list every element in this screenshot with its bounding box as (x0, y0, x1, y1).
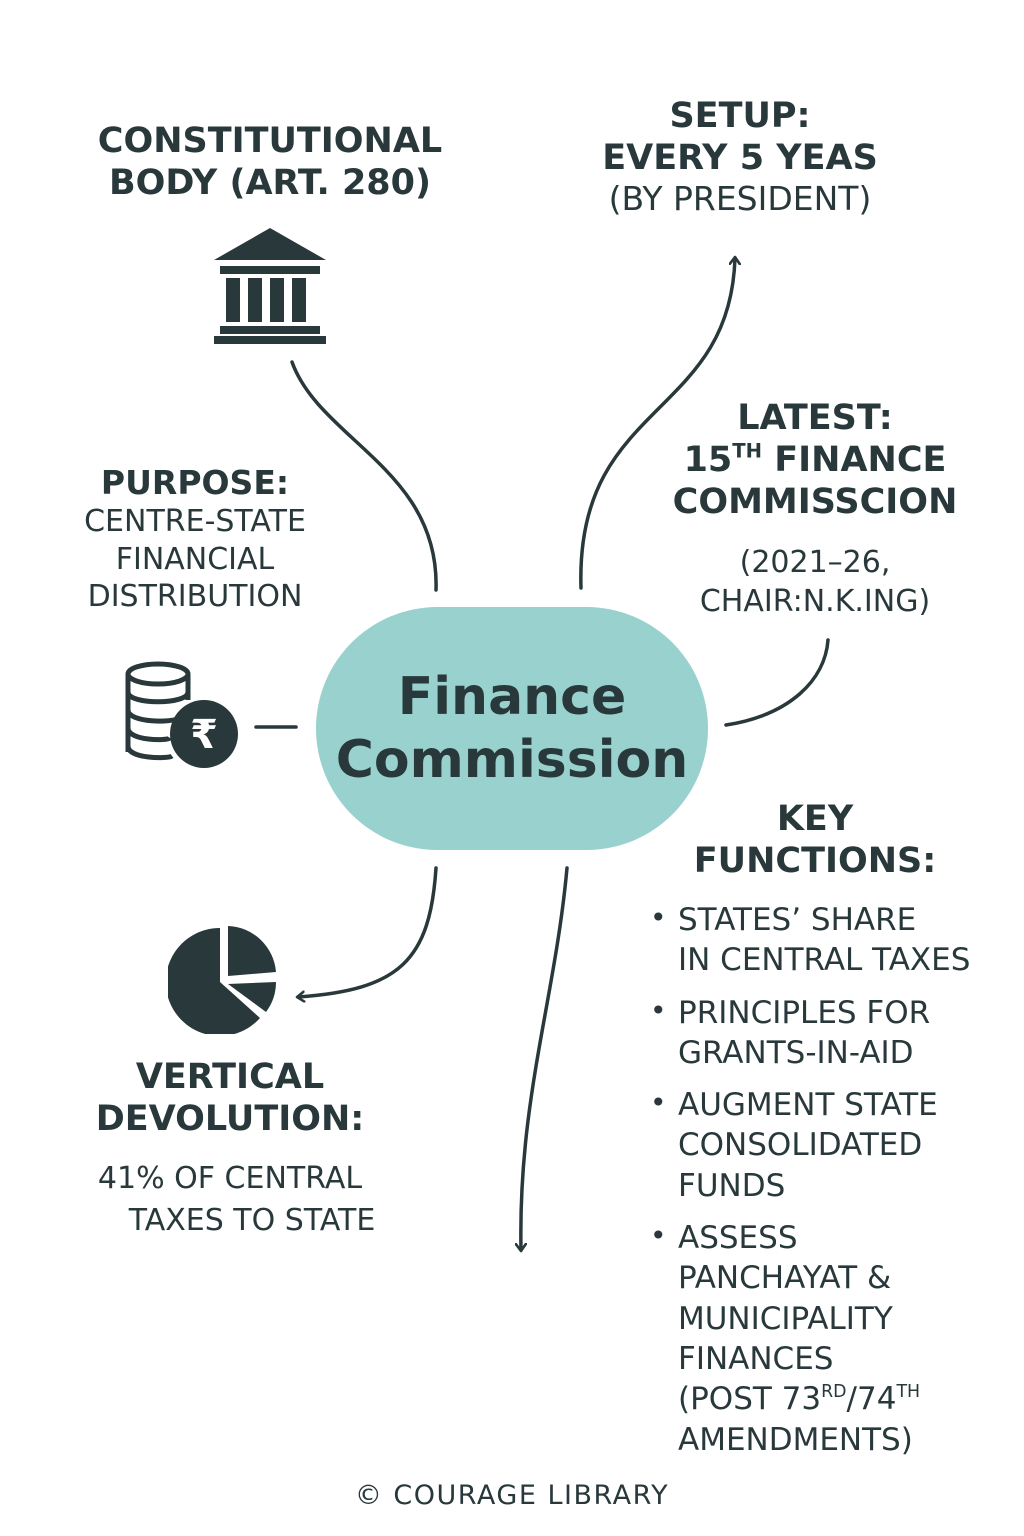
kf2-line2: GRANTS-IN-AID (678, 1034, 914, 1071)
kf4-line6: AMENDMENTS) (678, 1421, 913, 1458)
vertical-line3: 41% OF CENTRAL (97, 1161, 363, 1196)
connector-vertical-arrow (298, 866, 438, 997)
latest-title: LATEST: (737, 398, 893, 438)
purpose-title: PURPOSE: (100, 463, 290, 502)
center-title-line1: Finance (397, 667, 627, 728)
kf4-line1: ASSESS (678, 1220, 798, 1257)
connector-key-functions-arrow (521, 866, 569, 1250)
latest-details: (2021–26, CHAIR:N.K.ING) (660, 543, 970, 621)
key-functions-title-line2: FUNCTIONS: (693, 841, 937, 881)
kf3-line1: AUGMENT STATE (678, 1087, 938, 1124)
kf2-line1: PRINCIPLES FOR (678, 994, 931, 1031)
key-function-item: ASSESS PANCHAYAT & MUNICIPALITY FINANCES… (650, 1218, 1020, 1460)
constitutional-body-label: CONSTITUTIONAL BODY (ART. 280) (40, 120, 500, 204)
kf4-line5: (POST 73RD/74TH (678, 1379, 1020, 1419)
center-node-finance-commission: Finance Commission (316, 607, 708, 850)
connector-setup-arrow (579, 258, 735, 590)
vertical-devolution-details: 41% OF CENTRAL TAXES TO STATE (60, 1158, 400, 1242)
setup-line2: (BY PRESIDENT) (608, 179, 872, 218)
kf4-line5-a: (POST 73 (678, 1381, 822, 1418)
purpose-label: PURPOSE: CENTRE-STATE FINANCIAL DISTRIBU… (40, 462, 350, 616)
latest-line3: (2021–26, (739, 545, 891, 580)
vertical-devolution-label: VERTICAL DEVOLUTION: (60, 1056, 400, 1140)
connector-constitutional (290, 360, 438, 592)
key-functions-title: KEY FUNCTIONS: (660, 798, 970, 882)
vertical-line1: VERTICAL (135, 1057, 325, 1097)
constitutional-line1: CONSTITUTIONAL (97, 121, 443, 161)
svg-text:₹: ₹ (190, 712, 218, 758)
key-functions-list: STATES’ SHARE IN CENTRAL TAXES PRINCIPLE… (650, 900, 1020, 1472)
kf4-sup-th: TH (896, 1382, 921, 1403)
pie-chart-icon (168, 926, 276, 1034)
kf3-line3: FUNDS (678, 1167, 786, 1204)
kf4-line2: PANCHAYAT & (678, 1260, 892, 1297)
constitutional-line2: BODY (ART. 280) (108, 163, 432, 203)
kf4-sup-rd: RD (821, 1382, 847, 1403)
kf4-line4: FINANCES (678, 1340, 834, 1377)
connector-latest (724, 638, 830, 727)
center-title-line2: Commission (335, 729, 689, 790)
key-function-item: PRINCIPLES FOR GRANTS-IN-AID (650, 993, 1020, 1074)
kf4-line3: MUNICIPALITY (678, 1300, 893, 1337)
latest-line4: CHAIR:N.K.ING) (699, 584, 931, 619)
key-function-item: AUGMENT STATE CONSOLIDATED FUNDS (650, 1085, 1020, 1206)
key-function-item: STATES’ SHARE IN CENTRAL TAXES (650, 900, 1020, 981)
vertical-line2: DEVOLUTION: (95, 1099, 365, 1139)
latest-line2: COMMISSCION (672, 482, 958, 522)
kf1-line1: STATES’ SHARE (678, 902, 917, 938)
purpose-line1: CENTRE-STATE (84, 504, 306, 540)
kf4-line5-b: /74 (846, 1381, 897, 1418)
kf1-line2: IN CENTRAL TAXES (678, 942, 971, 979)
footer-copyright: © COURAGE LIBRARY (354, 1480, 670, 1511)
purpose-line2: FINANCIAL (115, 541, 275, 577)
vertical-line4: TAXES TO STATE (128, 1203, 376, 1238)
purpose-line3: DISTRIBUTION (87, 579, 303, 615)
latest-ordinal-number: 15 (683, 440, 733, 480)
kf3-line2: CONSOLIDATED (678, 1127, 923, 1164)
bank-building-icon (214, 228, 326, 344)
setup-label: SETUP: EVERY 5 YEAS (BY PRESIDENT) (560, 95, 920, 219)
key-functions-title-line1: KEY (776, 799, 854, 839)
latest-ordinal-suffix: TH (732, 439, 763, 463)
setup-line1: EVERY 5 YEAS (602, 138, 878, 178)
coins-rupee-icon: ₹ (125, 661, 238, 768)
latest-label: LATEST: 15TH FINANCE COMMISSCION (660, 397, 970, 523)
latest-line1-rest: FINANCE (762, 440, 947, 480)
setup-title: SETUP: (669, 96, 811, 136)
latest-line1: 15TH FINANCE (660, 439, 970, 481)
